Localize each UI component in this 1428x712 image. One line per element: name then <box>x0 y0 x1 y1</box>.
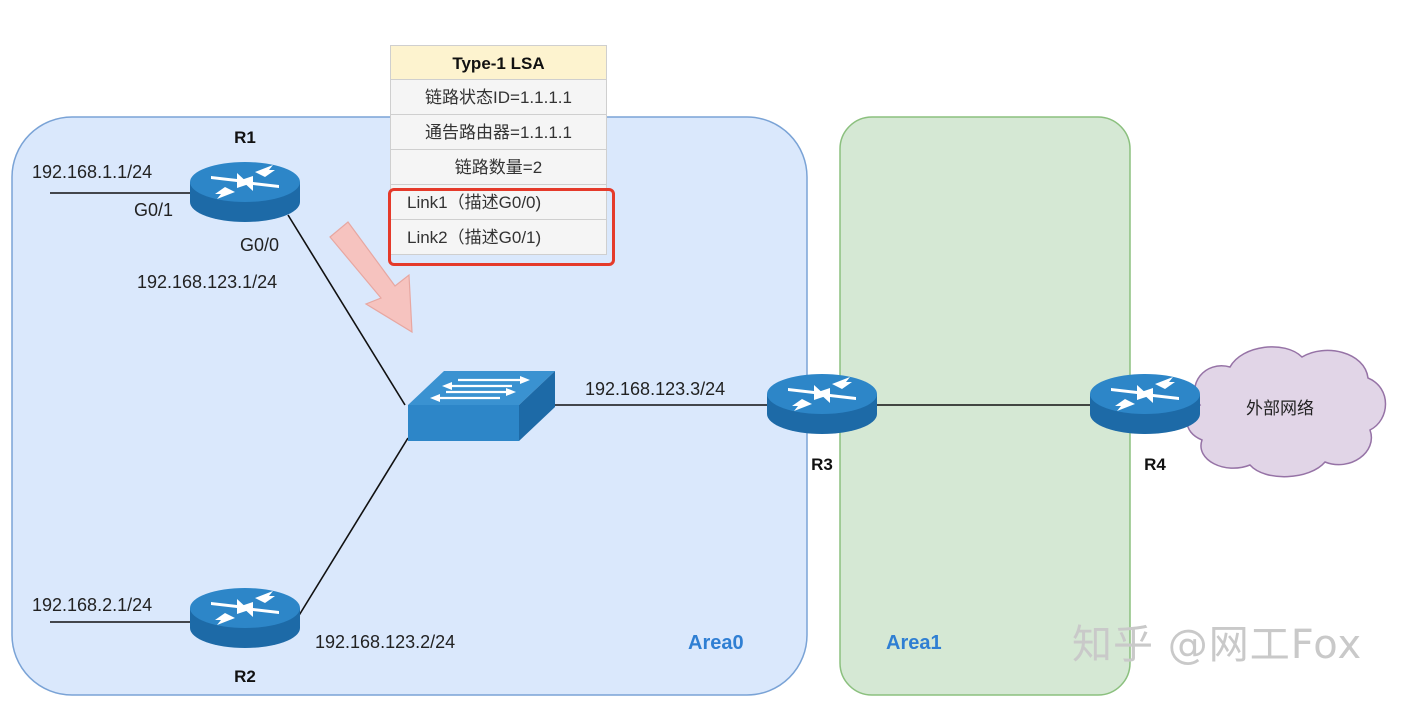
router-r2[interactable] <box>190 588 300 648</box>
lsa-title: Type-1 LSA <box>390 45 607 80</box>
cloud-label: 外部网络 <box>1246 399 1314 418</box>
router-r3[interactable] <box>767 374 877 434</box>
watermark: 知乎 @网工Fox <box>1072 622 1363 668</box>
link-r1-switch <box>287 214 406 406</box>
area1-label: Area1 <box>886 632 942 654</box>
r1-name: R1 <box>234 128 256 147</box>
lsa-row-advertising-router: 通告路由器=1.1.1.1 <box>390 115 607 150</box>
cloud-external-network <box>1186 346 1387 478</box>
router-r4[interactable] <box>1090 374 1200 434</box>
router-r1[interactable] <box>190 162 300 222</box>
area0-label: Area0 <box>688 632 744 654</box>
switch[interactable] <box>408 371 555 441</box>
pointer-arrow <box>329 221 413 334</box>
lsa-row-link2: Link2（描述G0/1) <box>390 220 607 255</box>
lsa-row-link-count: 链路数量=2 <box>390 150 607 185</box>
r2-left-ip: 192.168.2.1/24 <box>32 595 152 615</box>
area1-zone <box>839 116 1131 696</box>
r3-link-ip: 192.168.123.3/24 <box>585 379 725 399</box>
link-r2-switch <box>297 437 409 618</box>
r1-left-ip: 192.168.1.1/24 <box>32 162 152 182</box>
r2-name: R2 <box>234 667 256 686</box>
lsa-row-link-state-id: 链路状态ID=1.1.1.1 <box>390 80 607 115</box>
r2-link-ip: 192.168.123.2/24 <box>315 632 455 652</box>
r1-port-g01: G0/1 <box>134 200 173 220</box>
r1-port-g00: G0/0 <box>240 235 279 255</box>
r4-name: R4 <box>1144 455 1166 474</box>
link-highlight-box <box>388 188 615 266</box>
r3-name: R3 <box>811 455 833 474</box>
r1-link-ip: 192.168.123.1/24 <box>137 272 277 292</box>
